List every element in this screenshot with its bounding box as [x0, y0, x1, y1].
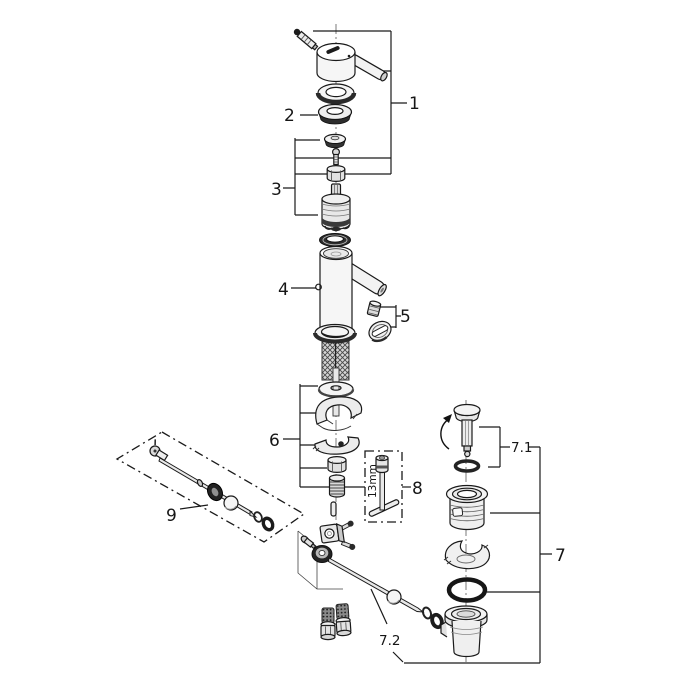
cartridge-nut [326, 165, 346, 182]
saddle-clamp [443, 540, 491, 570]
callout-2: 2 [284, 106, 295, 126]
rod-grommet [311, 545, 333, 563]
tool-size-label: 13mm [367, 464, 379, 498]
callout-8: 8 [412, 479, 423, 499]
callout-5: 5 [400, 307, 411, 327]
mounting-bracket-lower [312, 436, 360, 455]
base-gasket [317, 381, 355, 398]
pivot-block [300, 520, 356, 550]
faucet-body [315, 245, 387, 338]
cartridge-cap [323, 133, 347, 149]
base-ring [313, 323, 357, 344]
callout-7-2: 7.2 [379, 633, 400, 649]
mounting-nut [327, 456, 347, 473]
part-box-9 [115, 431, 306, 543]
drain-flange [445, 484, 489, 531]
mounting-bracket-upper [315, 396, 363, 431]
escutcheon-ring [315, 83, 357, 105]
handle-lever [316, 42, 388, 83]
pivot-pin [330, 501, 337, 517]
drain-plug [440, 403, 481, 458]
socket-wrench-tool [368, 454, 400, 517]
callout-9: 9 [166, 506, 177, 526]
set-screw [293, 28, 319, 51]
callout-6: 6 [269, 431, 280, 451]
callout-7-1: 7.1 [511, 440, 532, 456]
callout-4: 4 [278, 280, 289, 300]
horizontal-pull-rod [327, 557, 444, 630]
threaded-sleeve [328, 474, 346, 498]
callout-7: 7 [555, 546, 566, 566]
leader-lines [179, 30, 552, 664]
supply-connectors [320, 603, 352, 641]
drain-body [440, 605, 488, 658]
callout-3: 3 [271, 180, 282, 200]
cartridge [321, 183, 351, 232]
cartridge-flange-ring [319, 233, 351, 247]
pull-rod-assembly [149, 439, 275, 532]
o-ring [446, 577, 488, 603]
cap-ring-part-2 [317, 103, 353, 125]
plug-seal-ring [453, 459, 481, 473]
cartridge-screw [332, 148, 341, 166]
center-axis-lines [335, 24, 467, 664]
callout-1: 1 [409, 94, 420, 114]
aerator-parts [366, 300, 392, 343]
